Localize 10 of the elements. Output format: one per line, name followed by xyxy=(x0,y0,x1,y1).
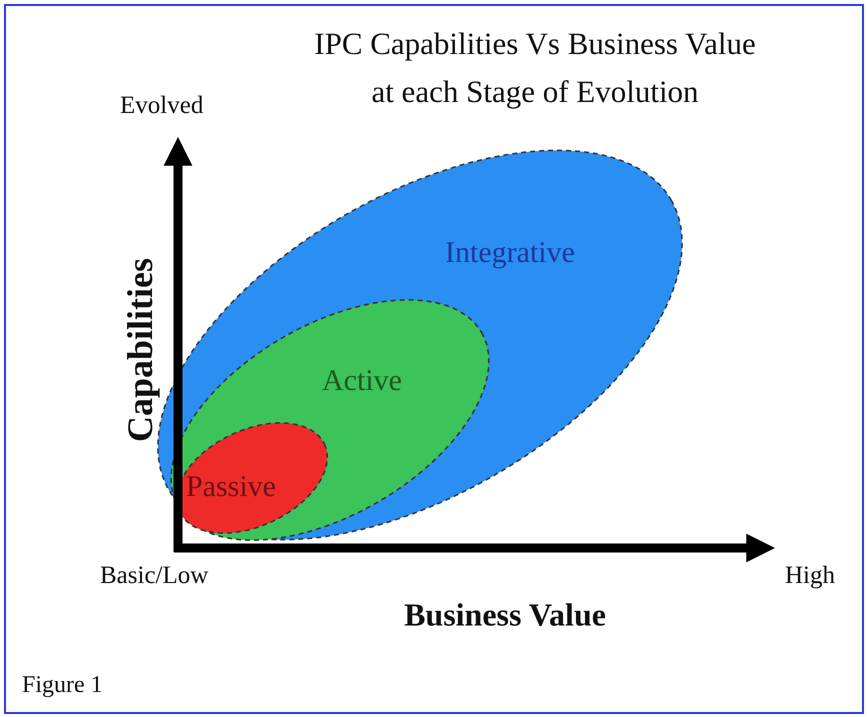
stage-label: Integrative xyxy=(445,236,575,270)
stage-label: Active xyxy=(322,364,402,398)
axis-title: Capabilities xyxy=(119,258,161,442)
axis-end-label: Basic/Low xyxy=(100,562,208,590)
chart-title: IPC Capabilities Vs Business Value at each Stage of Evolution xyxy=(313,25,757,111)
axis-end-label: High xyxy=(785,562,835,590)
stage-label: Passive xyxy=(186,470,276,504)
axis-end-label: Evolved xyxy=(120,92,204,120)
figure-caption: Figure 1 xyxy=(22,672,103,699)
axis-title: Business Value xyxy=(404,596,606,634)
